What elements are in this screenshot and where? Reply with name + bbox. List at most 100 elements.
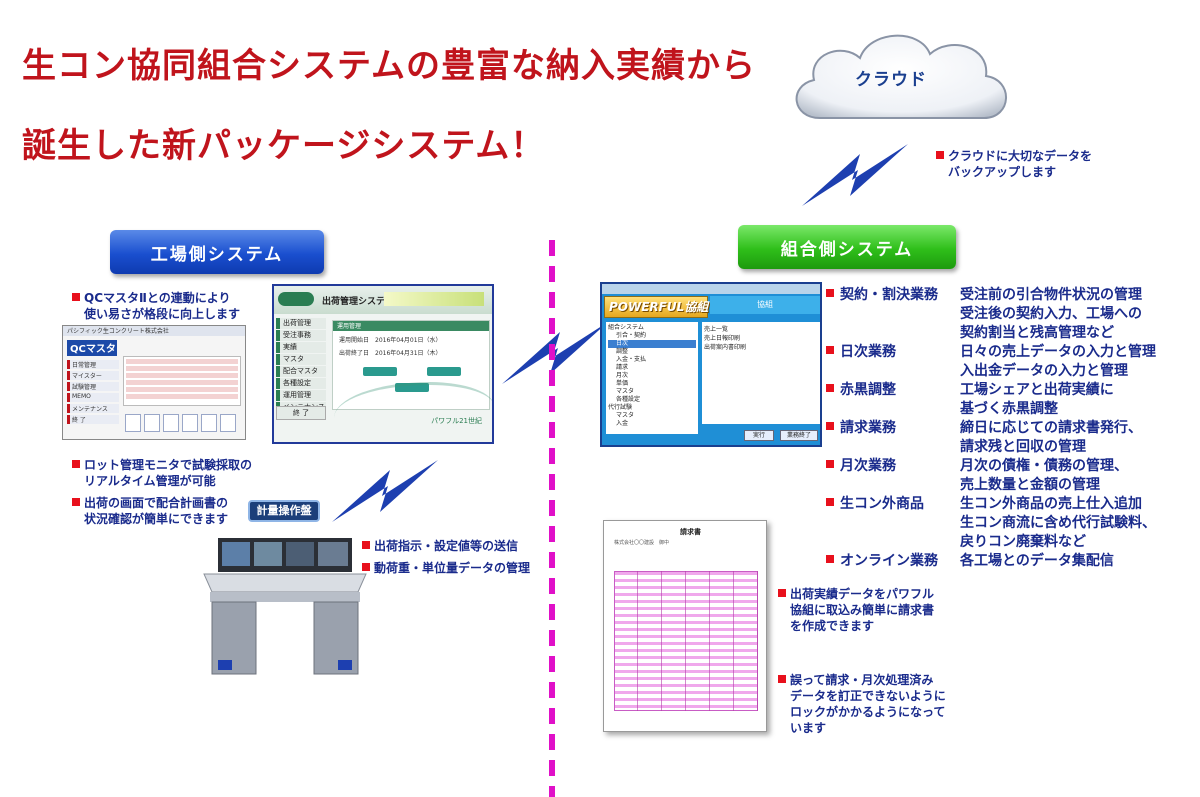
pw-list-item: 売上一覧	[704, 326, 729, 333]
ship-side-menu: 出荷管理 受注事務 実績 マスタ 配合マスタ 各種設定 運用管理 メンテナンス	[276, 318, 326, 414]
headline-line-2: 誕生した新パッケージシステム！	[22, 126, 546, 166]
business-row-online: オンライン業務 各工場とのデータ集配信	[826, 552, 1196, 571]
bullet-icon	[826, 346, 834, 354]
powerful-logo: POWERFUL協組	[604, 296, 708, 318]
business-row-contract: 契約・割決業務 受注前の引合物件状況の管理 受注後の契約入力、工場への 契約割当…	[826, 286, 1196, 343]
qc-tile-icon	[125, 414, 141, 432]
pw-tree-item: 代行試験	[608, 404, 633, 411]
pw-tree-item: 組合システム	[608, 324, 644, 331]
ship-menu-item: 運用管理	[276, 390, 326, 401]
desk-data-note: 動荷重・単位量データの管理	[362, 560, 530, 576]
invoice-title: 請求書	[680, 528, 701, 536]
pw-tree-menu: 組合システム 引合・契約 日次 調整 入金・支払 請求 月次 単価 マスタ 各種…	[606, 322, 698, 434]
pw-list-item: 売上日報印刷	[704, 335, 741, 342]
ship-logo	[278, 292, 314, 306]
bullet-icon	[826, 460, 834, 468]
business-row-other-goods: 生コン外商品 生コン外商品の売上仕入追加 生コン商流に含め代行試験料、 戻りコン…	[826, 495, 1196, 552]
pw-header: 協組	[710, 296, 820, 314]
bullet-icon	[72, 498, 80, 506]
ship-menu-item: 出荷管理	[276, 318, 326, 329]
qc-logo: QCマスタ	[67, 340, 117, 356]
lightning-bolt-icon	[502, 322, 608, 384]
business-row-monthly: 月次業務 月次の債権・債務の管理、 売上数量と金額の管理	[826, 457, 1196, 495]
business-desc: 戻りコン廃棄料など	[960, 534, 1086, 550]
business-desc: 月次の債権・債務の管理、	[960, 458, 1128, 474]
ship-panel-title: 運用管理	[333, 321, 489, 331]
pw-report-list: 売上一覧 売上日報印刷 出荷案内書印刷	[702, 322, 820, 424]
qc-menu-item: MEMO	[67, 393, 119, 402]
pw-tree-item: マスタ	[616, 388, 635, 395]
bullet-icon	[826, 289, 834, 297]
ship-panel-button	[363, 367, 397, 376]
ship-title-bar: 出荷管理システム	[274, 286, 492, 314]
qc-icon-row	[125, 414, 236, 432]
pw-list-item: 出荷案内書印刷	[704, 344, 747, 351]
qc-title-bar: パシフィック生コンクリート株式会社	[63, 326, 245, 336]
bullet-icon	[72, 293, 80, 301]
qc-master-note: QCマスタⅡとの連動により 使い易さが格段に向上します	[72, 290, 240, 322]
mix-plan-note: 出荷の画面で配合計画書の 状況確認が簡単にできます	[72, 495, 228, 527]
cloud-label: クラウド	[855, 70, 927, 90]
ship-menu-item: 実績	[276, 342, 326, 353]
business-desc: 受注後の契約入力、工場への	[960, 306, 1142, 322]
bullet-icon	[936, 151, 944, 159]
control-desk-image	[203, 538, 367, 675]
business-row-billing: 請求業務 締日に応じての請求書発行、 請求残と回収の管理	[826, 419, 1196, 457]
business-desc: 受注前の引合物件状況の管理	[960, 287, 1142, 303]
business-row-adjust: 赤黒調整 工場シェアと出荷実績に 基づく赤黒調整	[826, 381, 1196, 419]
business-desc: 各工場とのデータ集配信	[960, 553, 1114, 569]
invoice-note: 出荷実績データをパワフル 協組に取込み簡単に請求書 を作成できます	[778, 586, 934, 634]
ship-brand: パワフル21世紀	[431, 417, 482, 425]
pw-tree-item: 日次	[608, 340, 696, 348]
pw-run-button: 実行	[744, 430, 774, 441]
business-desc: 工場シェアと出荷実績に	[960, 382, 1114, 398]
invoice-header: 株式会社〇〇建設 御中	[614, 540, 670, 546]
ship-title: 出荷管理システム	[322, 297, 394, 307]
pw-tree-item: マスタ	[616, 412, 635, 419]
pw-tree-item: 調整	[616, 348, 629, 355]
business-row-daily: 日次業務 日々の売上データの入力と管理 入出金データの入力と管理	[826, 343, 1196, 381]
qc-main-panel	[123, 356, 241, 406]
bullet-icon	[826, 384, 834, 392]
shipping-management-screenshot: 出荷管理システム 出荷管理 受注事務 実績 マスタ 配合マスタ 各種設定 運用管…	[272, 284, 494, 444]
lot-monitor-note: ロット管理モニタで試験採取の リアルタイム管理が可能	[72, 457, 252, 489]
business-desc: 基づく赤黒調整	[960, 401, 1058, 417]
business-label: 赤黒調整	[840, 382, 896, 398]
business-desc: 請求残と回収の管理	[960, 439, 1086, 455]
qc-menu-item: 試験管理	[67, 382, 119, 391]
business-desc: 生コン外商品の売上仕入追加	[960, 496, 1142, 512]
bullet-icon	[362, 563, 370, 571]
qc-menu-item: 終 了	[67, 415, 119, 424]
qc-tile-icon	[144, 414, 160, 432]
bullet-icon	[826, 422, 834, 430]
bullet-icon	[778, 675, 786, 683]
invoice-image: 請求書 株式会社〇〇建設 御中	[603, 520, 767, 732]
bullet-icon	[778, 589, 786, 597]
weighing-panel-tag: 計量操作盤	[248, 500, 320, 522]
pw-tree-item: 各種設定	[616, 396, 641, 403]
business-label: 日次業務	[840, 344, 896, 360]
bullet-icon	[826, 498, 834, 506]
lock-note: 誤って請求・月次処理済み データを訂正できないように ロックがかかるようになって…	[778, 672, 946, 736]
bullet-icon	[72, 460, 80, 468]
headline-line-1: 生コン協同組合システムの豊富な納入実績から	[22, 46, 756, 86]
pw-tree-item: 月次	[616, 372, 629, 379]
pw-close-button: 業務終了	[780, 430, 818, 441]
ship-start-date: 運用開始日 2016年04月01日（水）	[339, 337, 442, 344]
ship-end-date: 出荷終了日 2016年04月31日（木）	[339, 350, 442, 357]
qc-menu-item: マイスター	[67, 371, 119, 380]
business-desc: 生コン商流に含め代行試験料、	[960, 515, 1156, 531]
qc-tile-icon	[220, 414, 236, 432]
business-desc: 売上数量と金額の管理	[960, 477, 1100, 493]
qc-tile-icon	[182, 414, 198, 432]
business-label: 月次業務	[840, 458, 896, 474]
union-system-button[interactable]: 組合側システム	[738, 225, 956, 269]
factory-system-button[interactable]: 工場側システム	[110, 230, 324, 274]
ship-menu-item: マスタ	[276, 354, 326, 365]
pw-tree-item: 入金	[616, 420, 629, 427]
lightning-bolt-icon	[802, 144, 908, 206]
business-label: 生コン外商品	[840, 496, 924, 512]
ship-menu-item: 受注事務	[276, 330, 326, 341]
center-divider	[549, 240, 555, 797]
qc-tile-icon	[163, 414, 179, 432]
